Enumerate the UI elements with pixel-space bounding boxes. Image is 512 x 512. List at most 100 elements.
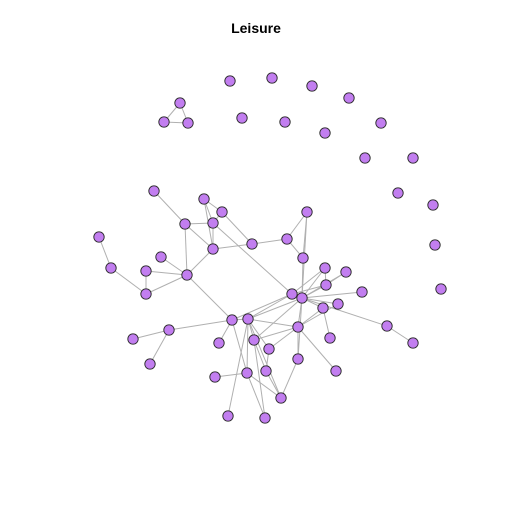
graph-node: [155, 251, 167, 263]
graph-edge: [212, 243, 253, 250]
graph-node: [340, 266, 352, 278]
graph-node: [140, 288, 152, 300]
graph-edge: [301, 291, 363, 299]
graph-edge: [246, 372, 266, 419]
graph-node: [174, 97, 186, 109]
graph-node: [248, 334, 260, 346]
graph-node: [292, 321, 304, 333]
graph-node: [407, 152, 419, 164]
graph-edge: [186, 248, 214, 276]
graph-node: [241, 367, 253, 379]
graph-edge: [132, 329, 170, 340]
graph-edge: [253, 326, 299, 341]
graph-edge: [301, 297, 339, 305]
graph-edge: [110, 267, 147, 295]
graph-edge: [301, 297, 388, 327]
graph-edge: [246, 372, 282, 399]
graph-node: [207, 217, 219, 229]
graph-node: [429, 239, 441, 251]
plot-title: Leisure: [231, 20, 281, 36]
graph-edge: [247, 293, 293, 320]
graph-node: [427, 199, 439, 211]
graph-edge: [247, 318, 270, 350]
graph-node: [207, 243, 219, 255]
graph-edge: [251, 238, 288, 245]
graph-node: [105, 262, 117, 274]
graph-node: [181, 269, 193, 281]
graph-edge: [145, 274, 188, 295]
graph-node: [266, 72, 278, 84]
graph-edge: [168, 319, 233, 331]
graph-node: [222, 410, 234, 422]
graph-node: [359, 152, 371, 164]
graph-node: [392, 187, 404, 199]
graph-edge: [212, 222, 293, 295]
graph-node: [324, 332, 336, 344]
graph-edge: [145, 270, 188, 276]
graph-node: [317, 302, 329, 314]
graph-node: [292, 353, 304, 365]
graph-node: [296, 292, 308, 304]
graph-edge: [280, 358, 299, 399]
graph-edge: [153, 190, 186, 225]
graph-node: [226, 314, 238, 326]
graph-node: [179, 218, 191, 230]
graph-edge: [149, 329, 170, 365]
graph-node: [198, 193, 210, 205]
graph-node: [263, 343, 275, 355]
graph-node: [236, 112, 248, 124]
graph-node: [93, 231, 105, 243]
graph-edge: [246, 318, 249, 374]
graph-node: [209, 371, 221, 383]
nodes-layer: [93, 72, 447, 424]
graph-node: [260, 365, 272, 377]
graph-node: [279, 116, 291, 128]
graph-node: [319, 127, 331, 139]
graph-edge: [221, 211, 253, 245]
graph-edge: [253, 297, 303, 341]
graph-edge: [227, 318, 249, 417]
graph-edge: [231, 293, 293, 321]
graph-node: [148, 185, 160, 197]
graph-node: [182, 117, 194, 129]
graph-node: [375, 117, 387, 129]
graph-edge: [253, 339, 266, 419]
graph-node: [297, 252, 309, 264]
graph-edge: [297, 303, 339, 328]
graph-node: [158, 116, 170, 128]
graph-node: [319, 262, 331, 274]
graph-node: [224, 75, 236, 87]
graph-edge: [301, 267, 326, 299]
graph-node: [407, 337, 419, 349]
graph-node: [246, 238, 258, 250]
graph-node: [242, 313, 254, 325]
graph-edge: [291, 267, 326, 295]
graph-edge: [247, 318, 282, 399]
graph-edge: [247, 297, 303, 320]
graph-node: [163, 324, 175, 336]
graph-edge: [184, 223, 214, 250]
graph-node: [381, 320, 393, 332]
graph-node: [332, 298, 344, 310]
graph-node: [343, 92, 355, 104]
graph-node: [216, 206, 228, 218]
graph-edge: [268, 326, 299, 350]
graph-node: [330, 365, 342, 377]
graph-edge: [297, 326, 337, 372]
graph-node: [127, 333, 139, 345]
graph-node: [281, 233, 293, 245]
graph-edge: [247, 318, 299, 328]
graph-node: [259, 412, 271, 424]
graph-node: [435, 283, 447, 295]
graph-node: [275, 392, 287, 404]
graph-edge: [186, 274, 233, 321]
graph-node: [286, 288, 298, 300]
graph-node: [301, 206, 313, 218]
graph-node: [140, 265, 152, 277]
graph-node: [213, 337, 225, 349]
graph-edge: [231, 319, 248, 374]
edges-layer: [98, 102, 414, 419]
graph-node: [306, 80, 318, 92]
graph-edge: [184, 223, 188, 276]
